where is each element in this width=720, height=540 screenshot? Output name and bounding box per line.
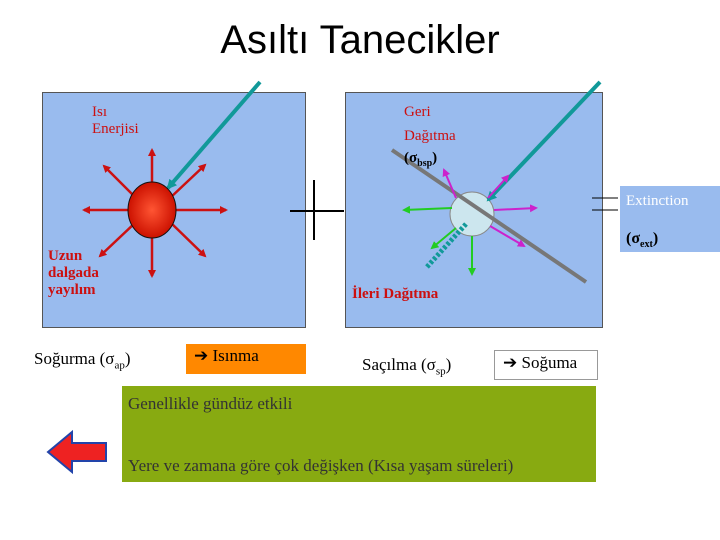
heat-energy-label: Isı Enerjisi: [92, 104, 139, 137]
extinction-box: [620, 186, 720, 252]
scattering-label: Saçılma (σsp): [362, 356, 451, 380]
ext-sigma-sub: ext: [640, 239, 653, 251]
absorption-sub: ap: [114, 359, 125, 372]
cooling-box: ➔ Soğuma: [494, 350, 598, 380]
sigma-text: (σ: [404, 150, 418, 166]
summary-box: [122, 386, 596, 482]
backscatter-sigma: (σbsp): [404, 150, 437, 172]
absorption-close: ): [124, 349, 131, 368]
summary-line-1: Genellikle gündüz etkili: [128, 394, 293, 413]
absorption-text: Soğurma (σ: [34, 349, 115, 368]
scatter-arrows-magenta: [442, 168, 538, 248]
scattering-close: ): [445, 355, 452, 374]
left-arrow-icon: [46, 429, 107, 475]
incoming-beam-right: [486, 80, 602, 202]
longwave-emission-label: Uzun dalgada yayılım: [48, 248, 99, 298]
ext-sigma-text: (σ: [626, 230, 641, 247]
backscatter-line1: Geri: [404, 104, 431, 120]
sigma-close: ): [432, 150, 438, 166]
summary-line-2: Yere ve zamana göre çok değişken (Kısa y…: [128, 456, 514, 475]
ext-sigma-close: ): [652, 230, 659, 247]
forward-scatter-label: İleri Dağıtma: [352, 286, 439, 302]
page-title: Asıltı Tanecikler: [220, 18, 500, 62]
extinction-label: Extinction: [626, 193, 689, 209]
incoming-light-arrow: [166, 80, 262, 190]
extinction-sigma: (σext): [626, 230, 658, 253]
emission-arrows: [82, 148, 228, 278]
absorbing-particle: [127, 181, 177, 239]
scattering-text: Saçılma (σ: [362, 355, 436, 374]
scattering-sub: sp: [435, 365, 446, 378]
transmitted-beam: [390, 148, 588, 284]
warming-box: ➔ Isınma: [186, 344, 306, 374]
backscatter-label: Geri: [404, 104, 431, 121]
scatter-arrows-green: [402, 205, 476, 276]
absorption-label: Soğurma (σap): [34, 350, 131, 374]
backscatter-label-2: Dağıtma: [404, 128, 456, 145]
sigma-sub: bsp: [417, 158, 433, 169]
extinction-equals: [592, 197, 618, 211]
plus-sign: [290, 180, 344, 240]
backscatter-line2: Dağıtma: [404, 128, 456, 144]
